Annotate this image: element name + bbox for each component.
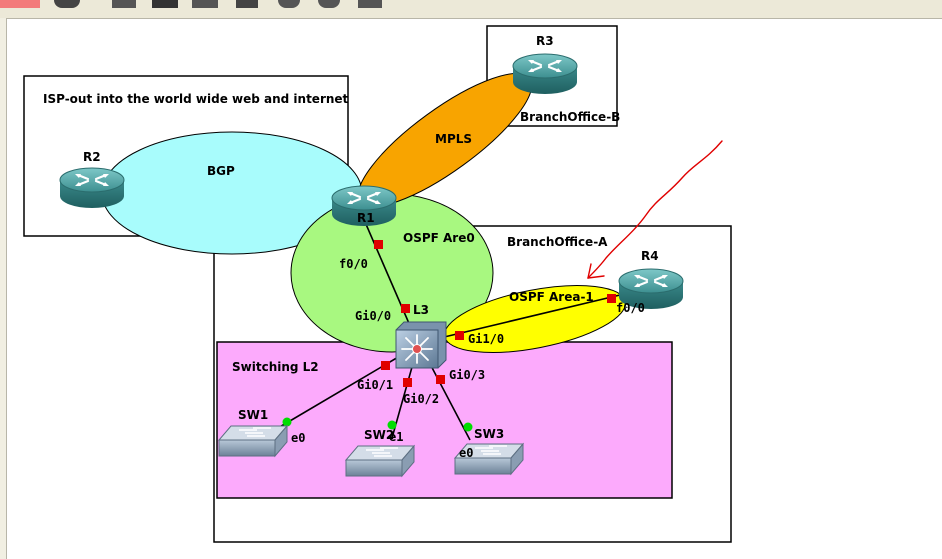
l3-gi10-label: Gi1/0	[468, 332, 504, 346]
port-l3-gi03	[436, 375, 445, 384]
mpls-label: MPLS	[435, 132, 472, 146]
r4-f00-label: f0/0	[616, 301, 645, 315]
bgp-label: BGP	[207, 164, 235, 178]
link-l3-sw3	[427, 359, 471, 441]
sw2-label: SW2	[364, 428, 394, 442]
port-l3-gi10	[455, 331, 464, 340]
r3-label: R3	[536, 34, 554, 48]
port-r4-f00	[607, 294, 616, 303]
grid-icon[interactable]	[192, 0, 218, 8]
l3-label: L3	[413, 303, 429, 317]
port-r1-f00	[374, 240, 383, 249]
ospf-area0-label: OSPF Are0	[403, 231, 475, 245]
switch-sw2-icon[interactable]	[345, 445, 415, 477]
branchoffice-b-label: BranchOffice-B	[520, 110, 620, 124]
r2-label: R2	[83, 150, 101, 164]
sw3-label: SW3	[474, 427, 504, 441]
toolbar	[0, 0, 942, 19]
router-r2-icon[interactable]	[58, 166, 126, 210]
ospf-area1-label: OSPF Area-1	[509, 290, 594, 304]
port-markers	[282, 240, 616, 432]
port-l3-gi01	[381, 361, 390, 370]
sw1-label: SW1	[238, 408, 268, 422]
capture-icon[interactable]	[236, 0, 258, 8]
left-panel-edge	[0, 18, 7, 559]
switching-l2-label: Switching L2	[232, 360, 319, 374]
port-sw3-e0	[463, 422, 473, 432]
l3-switch-icon[interactable]	[395, 321, 447, 369]
branchoffice-a-label: BranchOffice-A	[507, 235, 608, 249]
link-l3-r4	[439, 294, 621, 339]
port-sw1-e0	[282, 417, 292, 427]
annotation-arrow	[587, 140, 723, 279]
r1-f00-label: f0/0	[339, 257, 368, 271]
zoom-in-icon[interactable]	[278, 0, 300, 8]
port-l3-gi00	[401, 304, 410, 313]
port-sw2-e1	[387, 420, 397, 430]
links	[277, 214, 621, 441]
zoom-out-icon[interactable]	[318, 0, 340, 8]
switch-sw1-icon[interactable]	[218, 425, 288, 457]
reload-icon[interactable]	[54, 0, 80, 8]
notes-icon[interactable]	[112, 0, 136, 8]
router-r3-icon[interactable]	[511, 52, 579, 96]
sw2-e1-label: e1	[389, 430, 403, 444]
l3-gi03-label: Gi0/3	[449, 368, 485, 382]
screenshot-icon[interactable]	[358, 0, 382, 8]
sw1-e0-label: e0	[291, 431, 305, 445]
r4-label: R4	[641, 249, 659, 263]
port-l3-gi02	[403, 378, 412, 387]
link-l3-sw1	[277, 355, 401, 429]
l3-gi00-label: Gi0/0	[355, 309, 391, 323]
stop-icon[interactable]	[0, 0, 40, 8]
terminal-icon[interactable]	[152, 0, 178, 8]
r1-label: R1	[357, 211, 375, 225]
l3-gi02-label: Gi0/2	[403, 392, 439, 406]
isp-label: ISP-out into the world wide web and inte…	[43, 92, 349, 106]
sw3-e0-label: e0	[459, 446, 473, 460]
l3-gi01-label: Gi0/1	[357, 378, 393, 392]
switching-l2-box	[216, 341, 673, 499]
